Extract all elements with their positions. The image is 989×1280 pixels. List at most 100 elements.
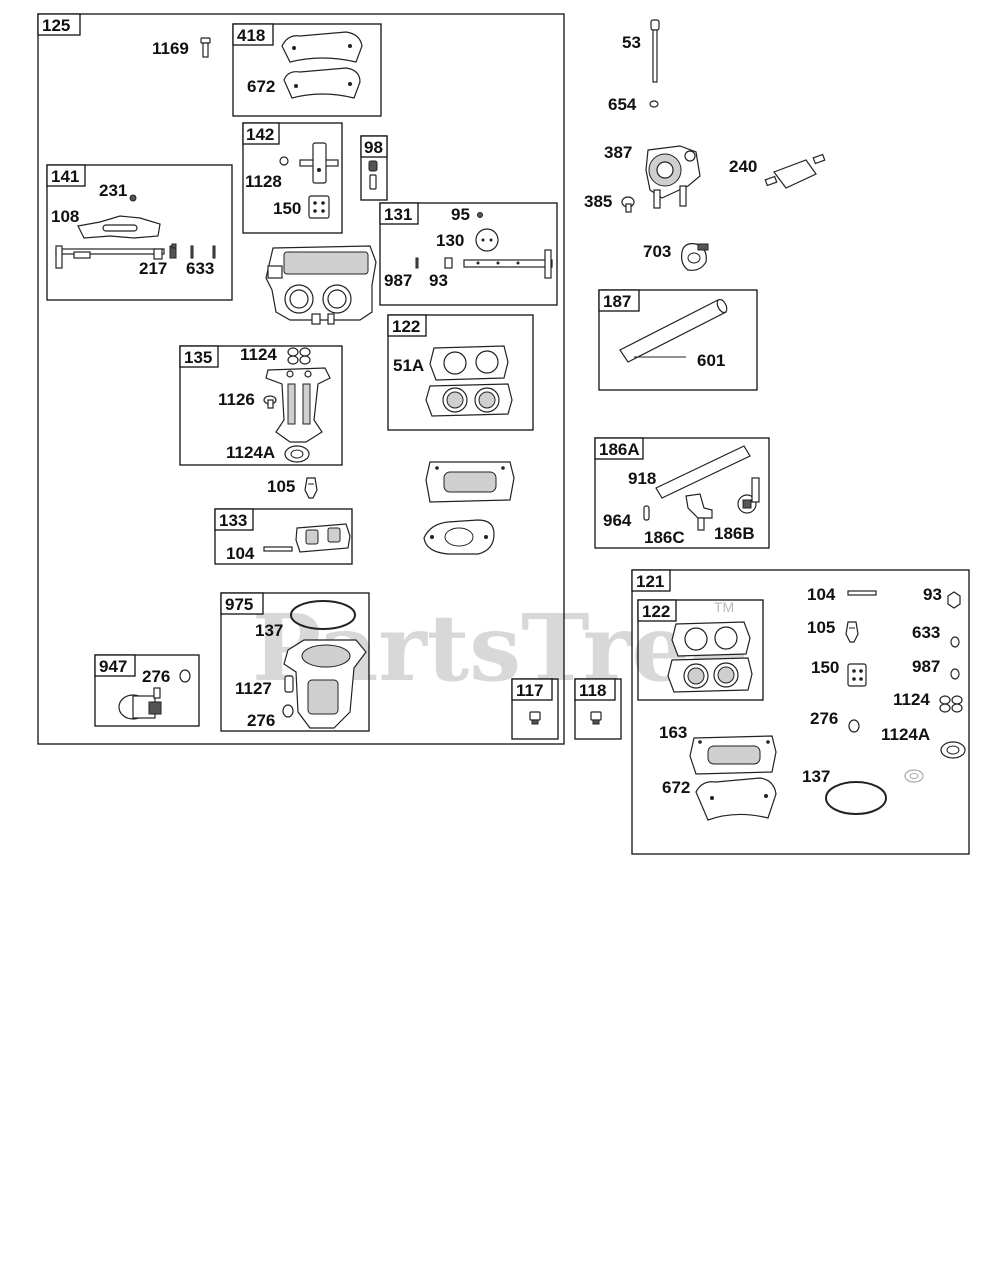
group-187-label: 187 [603,292,631,311]
part-130-label: 130 [436,231,464,250]
seat-150-icon[interactable] [308,195,330,219]
o-ring-137-icon[interactable] [290,600,356,630]
part-1169-label: 1169 [152,39,189,58]
screw-231-icon[interactable] [129,194,137,202]
part-217-label: 217 [139,259,167,278]
screw-95-icon[interactable] [477,212,483,218]
part-601-label: 601 [697,351,725,370]
part-703-label: 703 [643,242,671,261]
group-187-frame [598,289,758,391]
group-131-label: 131 [384,205,412,224]
part-105-label: 105 [267,477,295,496]
group-142-frame [242,122,343,234]
watermark-trademark: TM [714,599,734,615]
group-418-label: 418 [237,26,265,45]
group-187-tag [598,289,640,312]
spring-98-icon[interactable] [368,160,378,190]
gasket-163-icon[interactable] [689,735,777,775]
part-93b-label: 93 [923,585,942,604]
o-ring-1124b-icon[interactable] [939,695,963,713]
screw-1127-icon[interactable] [284,675,294,693]
washer-654-icon[interactable] [649,100,659,108]
washer-276-icon[interactable] [282,704,294,718]
part-633b-label: 633 [912,623,940,642]
gasket-418-icon[interactable] [281,31,363,63]
part-1124Ab-label: 1124A [881,725,930,744]
part-1124A-label: 1124A [226,443,275,462]
part-276c-label: 276 [810,709,838,728]
part-104b-label: 104 [807,585,836,604]
gasket-122b-icon[interactable] [671,621,751,657]
screw-1126-icon[interactable] [263,395,277,409]
part-105b-label: 105 [807,618,835,637]
needle-105-icon[interactable] [304,477,318,499]
o-ring-1124-icon[interactable] [287,347,311,365]
valve-186C-icon[interactable] [685,493,713,531]
gasket-plate-122-icon[interactable] [425,383,513,417]
group-142-tag [242,122,280,145]
gasket-51A-icon[interactable] [429,345,509,381]
fuel-line-187-icon[interactable] [619,298,729,363]
choke-plate-130-icon[interactable] [475,228,499,252]
needle-105b-icon[interactable] [845,621,859,643]
part-387-label: 387 [604,143,632,162]
jet-117-icon[interactable] [529,711,541,725]
fuel-filter-240-icon[interactable] [764,153,826,189]
washer-633b-icon[interactable] [950,636,960,648]
group-186A-tag [594,437,644,460]
group-975-frame [220,592,370,732]
group-122b-frame [637,599,764,701]
jet-118-icon[interactable] [590,711,602,725]
bushing-93b-icon[interactable] [947,591,961,609]
throttle-shaft-141-icon[interactable] [55,245,165,269]
washer-276c-icon[interactable] [848,719,860,733]
part-186C-label: 186C [644,528,685,547]
group-947-tag [94,654,136,677]
part-93-label: 93 [429,271,448,290]
carburetor-body-icon[interactable] [265,245,377,325]
adapter-plate-icon[interactable] [425,461,515,503]
screw-1169-icon[interactable] [200,37,211,58]
group-975-label: 975 [225,595,253,614]
solenoid-947-icon[interactable] [118,687,162,720]
washer-987b-icon[interactable] [950,668,960,680]
bushing-93-icon[interactable] [444,257,453,269]
gasket-oval-icon[interactable] [423,519,495,555]
group-947-frame [94,654,200,727]
pin-964-icon[interactable] [643,505,650,521]
part-987b-label: 987 [912,657,940,676]
shaft-53-icon[interactable] [650,19,660,83]
gasket-plate-122b-icon[interactable] [667,657,753,693]
gasket-1124Ab-icon[interactable] [940,741,966,759]
pin-104b-icon[interactable] [847,590,877,596]
part-1124b-label: 1124 [893,690,930,709]
part-163-label: 163 [659,723,687,742]
gasket-672-icon[interactable] [283,67,361,99]
gasket-1124A-icon[interactable] [284,445,310,463]
group-121-label: 121 [636,572,664,591]
screw-385-icon[interactable] [621,196,635,213]
float-133-icon[interactable] [295,523,351,553]
group-133-tag [214,508,254,531]
group-125-frame [37,13,565,745]
part-108-label: 108 [51,207,79,226]
carburetor-base-975-icon[interactable] [283,639,367,729]
group-122-tag [387,314,427,337]
group-131-tag [379,202,419,225]
seat-150b-icon[interactable] [847,663,867,687]
part-186B-label: 186B [714,524,755,543]
choke-shaft-131-icon[interactable] [463,249,553,279]
washer-276b-icon[interactable] [179,669,191,683]
group-133-frame [214,508,353,565]
float-pin-142-icon[interactable] [279,142,339,184]
o-ring-137b-icon[interactable] [825,781,887,815]
gasket-672b-icon[interactable] [695,777,777,821]
pin-104-icon[interactable] [263,546,293,552]
pin-987-icon[interactable] [415,257,419,269]
fuel-line-918-icon[interactable] [655,445,751,499]
float-bowl-135-icon[interactable] [265,367,331,443]
clamp-703-icon[interactable] [681,243,709,271]
shutoff-186B-icon[interactable] [737,477,760,514]
fuel-pump-387-icon[interactable] [645,145,701,209]
